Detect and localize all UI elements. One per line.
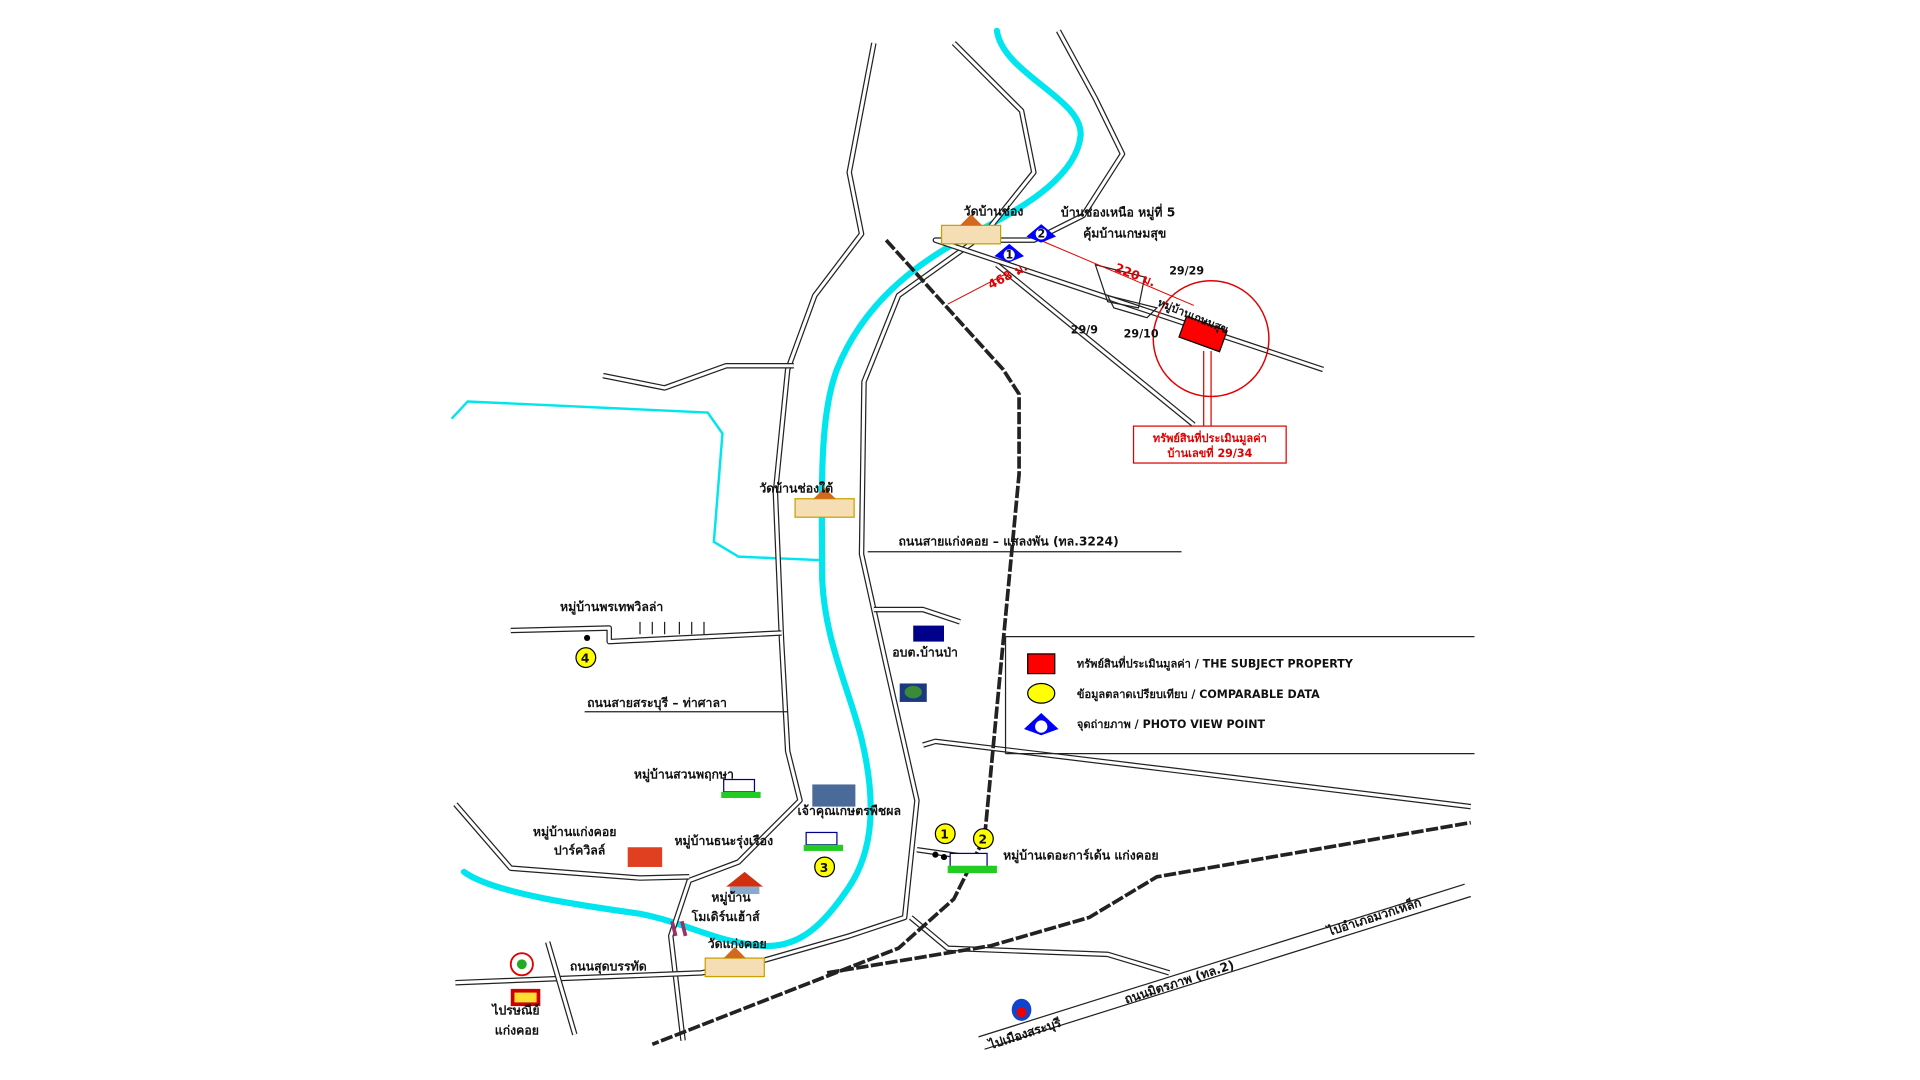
label-road-saraburi: ถนนสายสระบุรี – ท่าศาลา [587,696,727,711]
legend-subject-label: ทรัพย์สินที่ประเมินมูลค่า / THE SUBJECT … [1077,655,1354,671]
label-wat-ban-chong: วัดบ้านช่อง [964,205,1024,219]
svg-text:3: 3 [820,861,829,875]
village-icon [721,778,761,798]
subject-property-marker [1178,315,1228,353]
label-post-office-1: ไปรษณีย์ [490,1003,539,1018]
temple-icon [794,487,855,518]
label-suan-phruksa: หมู่บ้านสวนพฤกษา [634,767,734,782]
label-road-3224: ถนนสายแก่งคอย – แสลงพัน (ทล.3224) [898,535,1118,549]
label-ban-chong-nuea: บ้านช่องเหนือ หมู่ที่ 5 [1061,204,1175,221]
label-kaeng-khoi-park-1: หมู่บ้านแก่งคอย [533,825,617,840]
building-icon [812,784,856,807]
svg-text:2: 2 [1038,228,1046,241]
subject-callout-line1: ทรัพย์สินที่ประเมินมูลค่า [1153,430,1267,446]
tributary [450,400,825,562]
label-thana-rungruang: หมู่บ้านธนะรุ่งเรือง [674,834,773,849]
subject-callout-line2: บ้านเลขที่ 29/34 [1167,445,1252,460]
label-wat-ban-chong-tai: วัดบ้านช่องใต้ [759,481,833,496]
label-post-office-2: แก่งคอย [495,1023,539,1037]
label-modern-house-1: หมู่บ้าน [711,890,751,905]
legend: ทรัพย์สินที่ประเมินมูลค่า / THE SUBJECT … [1004,636,1475,755]
svg-text:4: 4 [581,652,590,666]
house-icon [627,847,663,867]
label-modern-house-2: โมเดิร์นเฮ้าส์ [691,909,761,924]
svg-text:1: 1 [1006,249,1014,262]
label-highway-right: ไปอำเภอมวกเหล็ก [1324,894,1423,939]
temple-icon [940,214,1002,245]
roads [453,29,1472,1050]
house-icon [726,871,764,895]
village-icon [947,852,997,874]
subject-callout-box [1132,425,1287,464]
distance-220: 220 ม. [1113,261,1158,290]
village-icon [803,831,844,851]
photo-point-2: 2 [1026,224,1056,243]
river [460,27,1084,949]
photo-point-1: 1 [994,243,1024,263]
label-chao-khun-kaset: เจ้าคุณเกษตรพืชผล [798,804,901,819]
comparable-4: 4 [575,634,597,669]
bridge-icon [670,920,688,937]
temple-icon [704,947,765,978]
label-road-sukhon: ถนนสุดบรรทัด [570,959,647,974]
bank-icon [899,683,927,702]
label-the-garden: หมู่บ้านเดอะการ์เด้น แก่งคอย [1003,848,1158,864]
label-kaeng-khoi-park-2: ปาร์ควิลล์ [554,843,606,858]
legend-subject-swatch [1027,653,1056,675]
bank-logo-icon [509,952,534,977]
comparable-2: 2 [972,828,994,850]
svg-text:1: 1 [940,828,949,842]
label-obt-ban-pa: อบต.บ้านป่า [892,645,958,659]
label-khum-ban-kasem-suk: คุ้มบ้านเกษมสุข [1083,227,1166,242]
office-icon [913,625,944,642]
house-number-29-9: 29/9 [1071,324,1098,337]
gas-station-icon [1011,998,1032,1021]
label-wat-kaeng-khoi: วัดแก่งคอย [708,937,767,951]
label-phon-thep-villa: หมู่บ้านพรเทพวิลล่า [560,600,663,615]
legend-comparable-swatch [1027,682,1056,704]
svg-text:2: 2 [978,833,987,847]
comparable-3: 3 [814,856,836,878]
house-number-29-29: 29/29 [1169,265,1204,278]
post-office-icon [510,988,541,1007]
house-number-29-10: 29/10 [1124,327,1159,340]
legend-comparable-label: ข้อมูลตลาดเปรียบเทียบ / COMPARABLE DATA [1077,688,1320,702]
legend-photo-label: จุดถ่ายภาพ / PHOTO VIEW POINT [1077,718,1266,732]
comparable-1: 1 [932,823,956,861]
